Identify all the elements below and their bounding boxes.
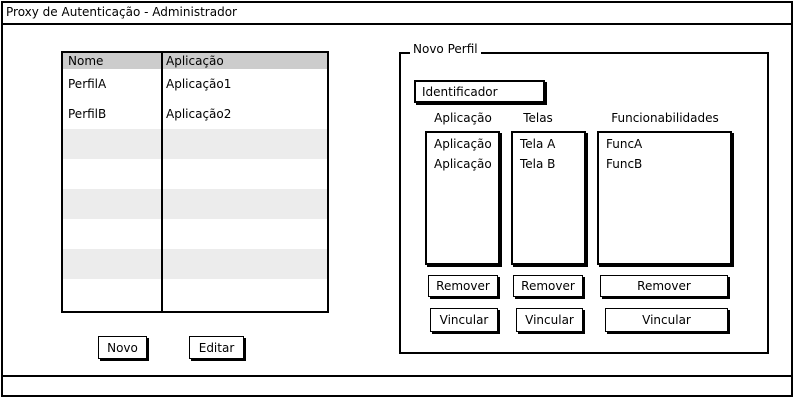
table-row-empty: [63, 189, 327, 219]
list-item[interactable]: Aplicação: [434, 157, 492, 171]
status-bar: [1, 375, 793, 397]
column-divider: [161, 53, 163, 311]
new-profile-group: [399, 52, 769, 354]
title-bar: Proxy de Autenticação - Administrador: [1, 1, 793, 25]
table-row[interactable]: PerfilB Aplicação2: [63, 99, 327, 129]
profiles-table: Nome Aplicação PerfilA Aplicação1 Perfil…: [61, 51, 329, 313]
new-button[interactable]: Novo: [98, 336, 147, 359]
row-name-cell: PerfilB: [68, 107, 107, 121]
identifier-field[interactable]: Identificador: [414, 80, 545, 103]
identifier-field-value: Identificador: [422, 85, 498, 99]
link-screen-button[interactable]: Vincular: [516, 308, 583, 332]
table-row-empty: [63, 129, 327, 159]
column-header-application: Aplicação: [166, 54, 224, 68]
features-list[interactable]: FuncA FuncB: [597, 131, 732, 265]
remove-feature-button[interactable]: Remover: [600, 275, 728, 297]
table-row-empty: [63, 249, 327, 279]
features-column-label: Funcionabilidades: [611, 111, 719, 125]
row-application-cell: Aplicação1: [166, 77, 232, 91]
application-column-label: Aplicação: [434, 111, 492, 125]
link-application-button[interactable]: Vincular: [430, 308, 498, 332]
screens-column-label: Telas: [523, 111, 553, 125]
edit-button[interactable]: Editar: [189, 336, 244, 359]
row-name-cell: PerfilA: [68, 77, 107, 91]
table-row-empty: [63, 159, 327, 189]
table-row[interactable]: PerfilA Aplicação1: [63, 69, 327, 99]
link-feature-button[interactable]: Vincular: [605, 308, 728, 332]
remove-screen-button[interactable]: Remover: [513, 275, 583, 297]
list-item[interactable]: FuncB: [606, 157, 643, 171]
list-item[interactable]: Aplicação: [434, 137, 492, 151]
table-row-empty: [63, 219, 327, 249]
new-profile-legend: Novo Perfil: [410, 42, 481, 56]
column-header-name: Nome: [68, 54, 104, 68]
row-application-cell: Aplicação2: [166, 107, 232, 121]
list-item[interactable]: Tela B: [520, 157, 556, 171]
window-title: Proxy de Autenticação - Administrador: [6, 5, 237, 19]
application-list[interactable]: Aplicação Aplicação: [425, 131, 500, 265]
table-row-empty: [63, 279, 327, 309]
remove-application-button[interactable]: Remover: [428, 275, 498, 297]
screens-list[interactable]: Tela A Tela B: [511, 131, 586, 265]
table-header: Nome Aplicação: [63, 53, 327, 69]
list-item[interactable]: FuncA: [606, 137, 643, 151]
list-item[interactable]: Tela A: [520, 137, 556, 151]
